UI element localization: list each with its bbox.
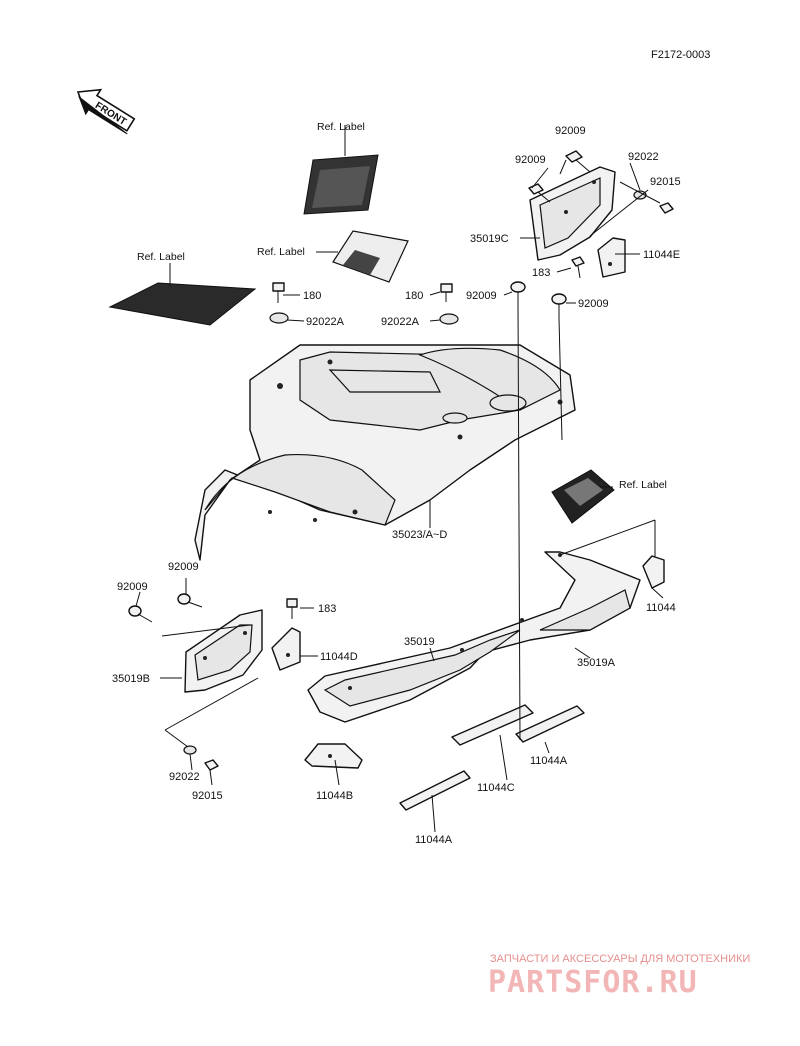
diagram-code: F2172-0003 (651, 49, 710, 61)
callout-92009-b: 92009 (515, 154, 546, 166)
callout-92022-a: 92022 (628, 151, 659, 163)
strip-11044a-right (515, 705, 585, 743)
callout-92009-e: 92009 (117, 581, 148, 593)
callout-180-a: 180 (303, 290, 321, 302)
rear-fender (194, 344, 576, 561)
front-arrow-icon: FRONT (76, 88, 136, 135)
callout-183-b: 183 (318, 603, 336, 615)
mud-flap-35019b (184, 609, 263, 693)
bracket-11044b (304, 743, 363, 769)
callout-ref-label-top: Ref. Label (317, 121, 365, 133)
callout-92022-b: 92022 (169, 771, 200, 783)
callout-ref-label-left: Ref. Label (137, 251, 185, 263)
callout-92009-d: 92009 (578, 298, 609, 310)
ref-label-right-decal (551, 469, 615, 524)
callout-92015-a: 92015 (650, 176, 681, 188)
callout-11044c: 11044C (477, 782, 515, 794)
strip-11044c (451, 704, 534, 746)
callout-180-b: 180 (405, 290, 423, 302)
strip-11044a-bottom (399, 770, 471, 811)
callout-35019b: 35019B (112, 673, 150, 685)
watermark-logo: PARTSFOR.RU (488, 965, 698, 1000)
callout-ref-label-mid: Ref. Label (257, 246, 305, 258)
callout-35019: 35019 (404, 636, 435, 648)
ref-label-mid-decal (332, 230, 409, 283)
callout-labels: Ref. Label Ref. Label Ref. Label Ref. La… (112, 121, 681, 846)
callout-11044d: 11044D (320, 651, 358, 663)
callout-35019c: 35019C (470, 233, 509, 245)
callout-92009-f: 92009 (168, 561, 199, 573)
callout-92022a-b: 92022A (381, 316, 420, 328)
ref-label-top-decal (303, 154, 379, 215)
bracket-11044e (597, 237, 626, 278)
callout-35019a: 35019A (577, 657, 616, 669)
callout-ref-label-right: Ref. Label (619, 479, 667, 491)
callout-11044b: 11044B (316, 790, 353, 802)
callout-183-a: 183 (532, 267, 550, 279)
watermark-tagline: ЗАПЧАСТИ И АКСЕССУАРЫ ДЛЯ МОТОТЕХНИКИ (490, 953, 750, 965)
callout-92009-a: 92009 (555, 125, 586, 137)
ref-label-left-decal (108, 282, 257, 326)
callout-92022a-a: 92022A (306, 316, 345, 328)
callout-92009-c: 92009 (466, 290, 497, 302)
footboard-35019 (307, 551, 641, 723)
hardware (128, 150, 674, 771)
callout-11044a-b: 11044A (415, 834, 453, 846)
callout-92015-b: 92015 (192, 790, 223, 802)
leader-lines (135, 125, 664, 833)
mud-flap-35019c (529, 166, 616, 261)
callout-11044e: 11044E (643, 249, 680, 261)
callout-35023: 35023/A~D (392, 529, 447, 541)
callout-11044a-a: 11044A (530, 755, 568, 767)
bracket-11044d (271, 627, 301, 671)
callout-11044: 11044 (646, 602, 676, 614)
bracket-11044 (642, 555, 665, 589)
